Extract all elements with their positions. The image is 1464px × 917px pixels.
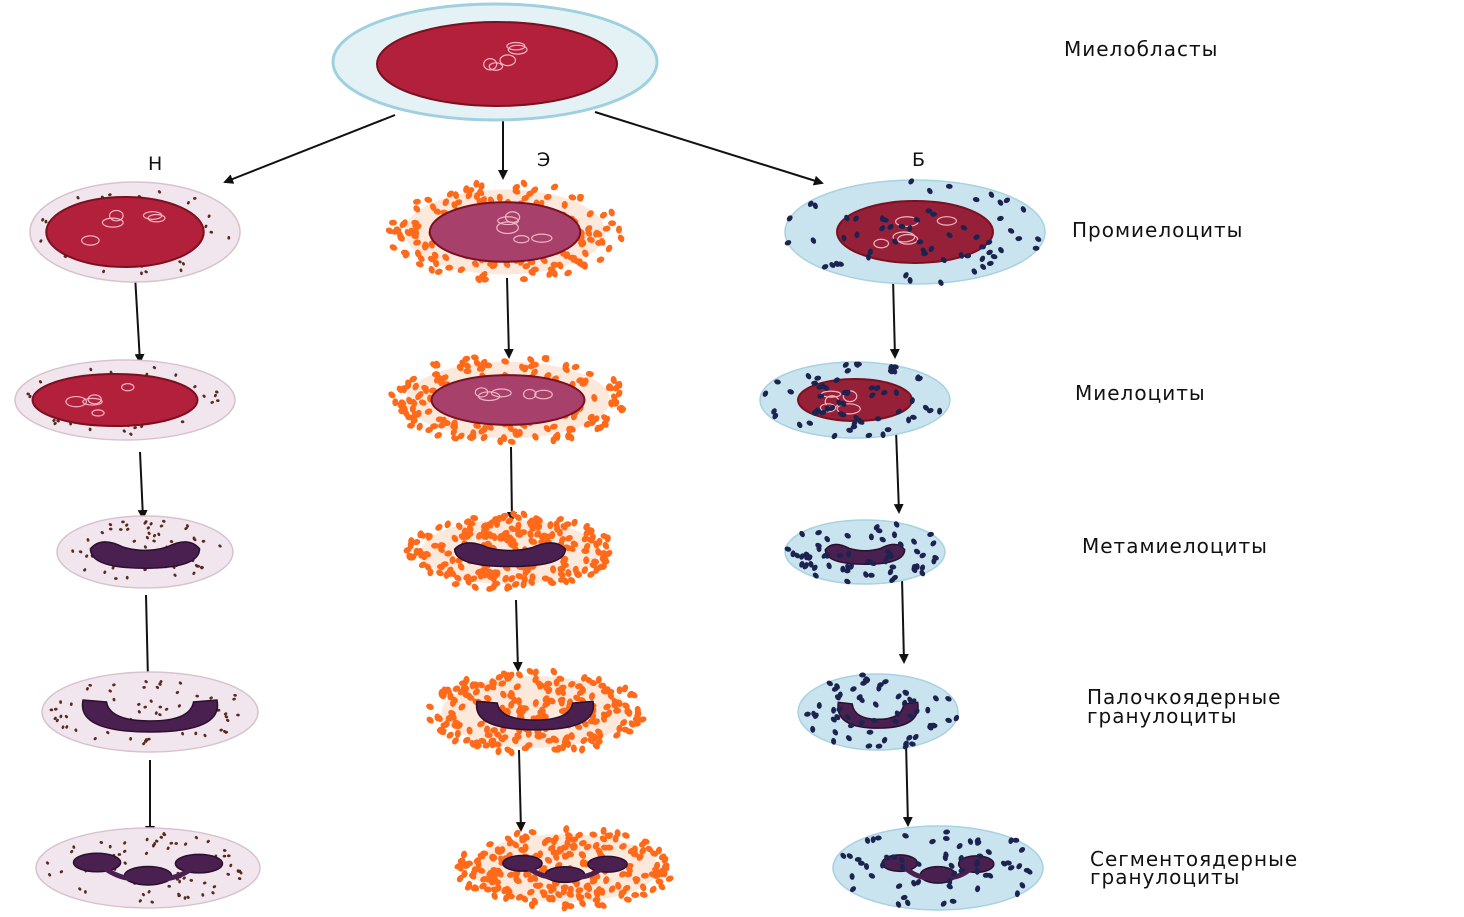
granule: [388, 243, 398, 252]
cell-n-metamyelocyte: [57, 516, 233, 588]
granule: [549, 667, 558, 677]
granule: [608, 208, 616, 218]
granule: [631, 892, 639, 898]
nucleus: [432, 375, 585, 425]
cell-b-promyelocyte: [784, 177, 1045, 287]
granule: [495, 747, 502, 756]
stage-label-promyelocyte: Промиелоциты: [1072, 218, 1243, 242]
granule: [425, 715, 435, 725]
cell-n-promyelocyte: [30, 182, 240, 282]
nucleus: [46, 197, 204, 267]
arrow-b-1: [893, 278, 895, 357]
granule: [434, 268, 444, 276]
arrow-e-1: [507, 278, 509, 357]
granule: [443, 519, 452, 529]
cell-b-band: [798, 672, 960, 750]
granule: [519, 178, 528, 188]
granule: [389, 220, 397, 226]
arrow-myeloblast-to-n: [225, 115, 395, 182]
granule: [528, 828, 537, 836]
cell-n-band: [42, 672, 258, 752]
granule: [571, 363, 580, 371]
granule: [601, 541, 610, 551]
cell-e-segmented: [453, 825, 674, 913]
granule: [434, 523, 444, 533]
stage-label-segmented-2: гранулоциты: [1090, 865, 1240, 889]
granule: [507, 438, 516, 446]
granule: [415, 422, 423, 432]
cell-e-promyelocyte: [385, 178, 626, 284]
cell-e-metamyelocyte: [403, 509, 614, 593]
granule: [563, 268, 573, 277]
granule: [84, 890, 87, 894]
granule: [451, 581, 460, 588]
cell-n-myelocyte: [15, 360, 235, 440]
cell-n-segmented: [36, 828, 260, 908]
granule: [596, 255, 606, 264]
granule: [605, 244, 614, 254]
cell-b-myelocyte: [760, 360, 950, 440]
arrow-e-3: [516, 600, 518, 670]
cell-b-segmented: [833, 826, 1043, 910]
cell-e-myelocyte: [387, 354, 627, 446]
cell-e-band: [425, 667, 647, 757]
arrow-b-3: [902, 578, 904, 662]
nucleus: [837, 201, 993, 263]
granule: [621, 831, 631, 840]
granule: [1013, 838, 1020, 843]
granule: [648, 885, 658, 895]
granule: [392, 398, 398, 406]
granule: [639, 891, 649, 899]
cell-b-metamyelocyte: [784, 520, 945, 585]
nucleus: [33, 374, 198, 426]
granule: [424, 196, 433, 204]
granule: [616, 686, 622, 694]
granule: [441, 690, 447, 698]
cells-layer: [15, 4, 1045, 912]
granule: [433, 431, 443, 440]
column-label-e: Э: [537, 149, 550, 171]
arrow-e-4: [519, 750, 521, 830]
granule: [616, 225, 622, 233]
granule: [413, 198, 422, 205]
arrow-e-2: [511, 447, 512, 520]
granule: [470, 582, 480, 592]
granule: [425, 702, 435, 711]
column-label-n: Н: [148, 153, 162, 175]
stage-label-band-2: гранулоциты: [1087, 704, 1237, 728]
granule: [570, 518, 579, 528]
arrow-n-3: [146, 595, 148, 680]
granule: [846, 551, 851, 558]
arrow-myeloblast-to-b: [595, 112, 822, 183]
stage-label-myelocyte: Миелоциты: [1075, 381, 1206, 405]
granule: [608, 220, 616, 226]
granule: [623, 896, 632, 904]
granule: [578, 745, 586, 754]
cell-myeloblast: [333, 4, 657, 120]
granule: [520, 276, 528, 282]
column-label-b: Б: [912, 149, 925, 171]
arrow-n-2: [140, 452, 143, 518]
granule: [550, 182, 560, 192]
granule: [570, 744, 577, 753]
stage-label-myeloblast: Миелобласты: [1064, 37, 1218, 61]
stage-label-metamyelocyte: Метамиелоциты: [1082, 534, 1268, 558]
arrow-b-4: [906, 742, 908, 825]
nucleus: [430, 202, 580, 262]
arrow-b-2: [896, 430, 899, 512]
granule: [541, 354, 551, 363]
granule: [617, 233, 626, 243]
arrow-n-1: [135, 275, 140, 362]
